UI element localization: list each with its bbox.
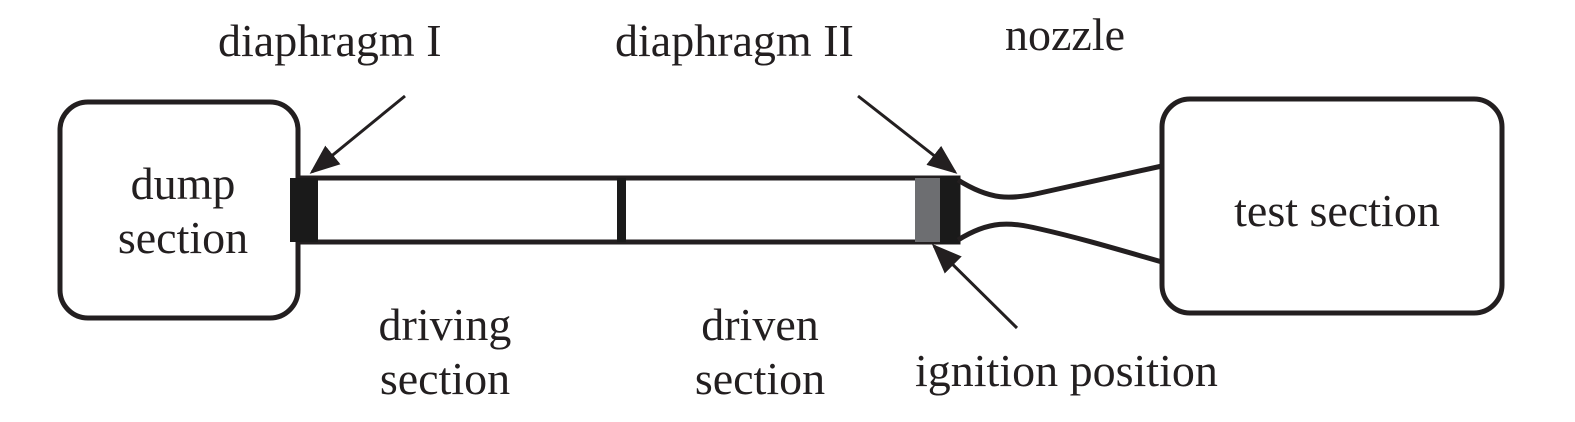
diaphragm-2-block — [940, 176, 960, 244]
diaphragm-1-arrow — [309, 94, 406, 174]
nozzle-upper-wall — [956, 163, 1163, 200]
ignition-block — [915, 178, 940, 242]
dump-section-label: dump section — [117, 158, 249, 263]
nozzle-label: nozzle — [1005, 9, 1126, 60]
diaphragm-1-label: diaphragm I — [218, 15, 442, 66]
diaphragm-2-arrow — [857, 94, 958, 174]
diaphragm-2-label: diaphragm II — [615, 15, 854, 66]
driving-section-label: driving section — [378, 299, 512, 404]
section-separator — [617, 178, 626, 242]
nozzle-lower-wall — [956, 221, 1163, 265]
shock-tube — [295, 175, 961, 245]
ignition-position-label: ignition position — [915, 345, 1218, 396]
ignition-position-arrow — [931, 243, 1019, 330]
test-section-box — [1159, 96, 1505, 316]
diaphragm-1-block — [290, 178, 318, 242]
driven-section-label: driven section — [694, 299, 826, 404]
test-section-label: test section — [1234, 185, 1440, 236]
